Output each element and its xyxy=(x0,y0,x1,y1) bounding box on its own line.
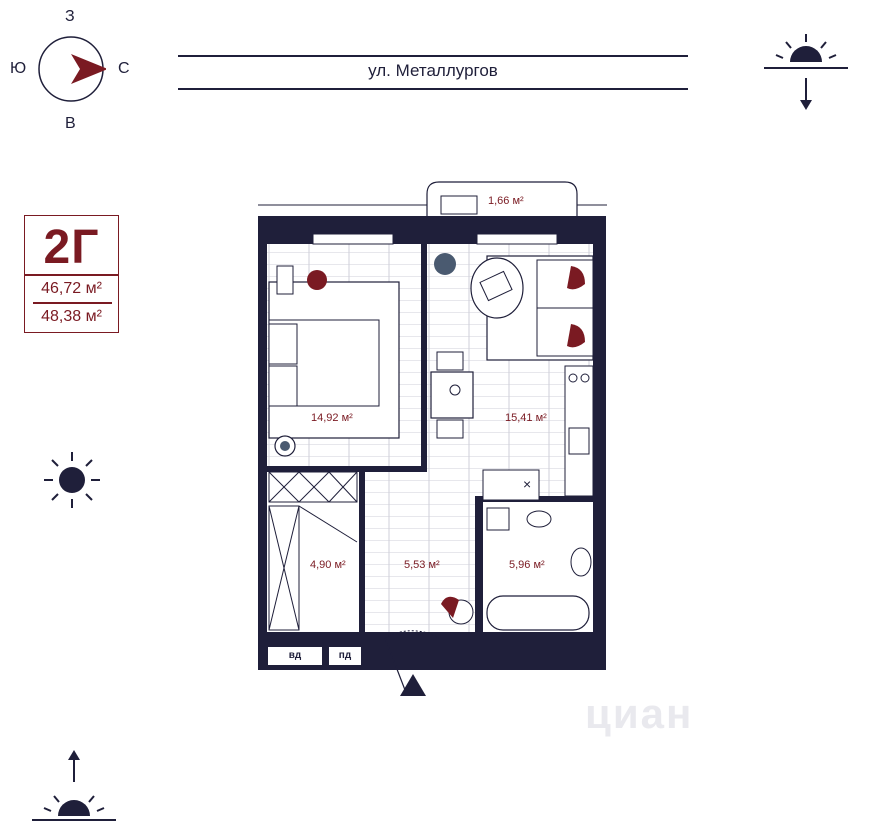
sun-icon xyxy=(44,452,100,508)
apartment-area-with-balcony: 48,38 м² xyxy=(41,308,102,325)
utility-pd: пд xyxy=(328,646,362,666)
compass-north-label: С xyxy=(118,60,130,77)
street-name: ул. Металлургов xyxy=(368,61,498,80)
sunrise-icon xyxy=(32,750,116,821)
room-area-bedroom: 14,92 м² xyxy=(311,412,353,424)
compass-east-label: В xyxy=(65,115,76,132)
room-area-balcony: 1,66 м² xyxy=(488,195,524,207)
room-area-bathroom: 5,96 м² xyxy=(509,559,545,571)
utility-x-mark: × xyxy=(523,476,532,492)
street-line-bottom xyxy=(178,88,688,90)
badge-divider xyxy=(25,274,118,276)
badge-divider-small xyxy=(33,302,112,304)
utility-vd: вд xyxy=(267,646,323,666)
street-line-top xyxy=(178,55,688,57)
apartment-area-total: 46,72 м² xyxy=(41,280,102,297)
compass-south-label: Ю xyxy=(10,60,27,77)
sunset-icon xyxy=(764,34,848,110)
apartment-badge: 2Г 46,72 м² 48,38 м² xyxy=(24,215,119,333)
compass-icon xyxy=(38,36,106,102)
room-area-hall: 5,53 м² xyxy=(404,559,440,571)
watermark: циан xyxy=(585,690,694,737)
apartment-code: 2Г xyxy=(43,221,100,274)
floor-plan xyxy=(258,181,607,691)
room-area-storage: 4,90 м² xyxy=(310,559,346,571)
room-area-living: 15,41 м² xyxy=(505,412,547,424)
compass-west-label: З xyxy=(65,8,75,25)
entrance-arrow-icon xyxy=(400,674,426,696)
